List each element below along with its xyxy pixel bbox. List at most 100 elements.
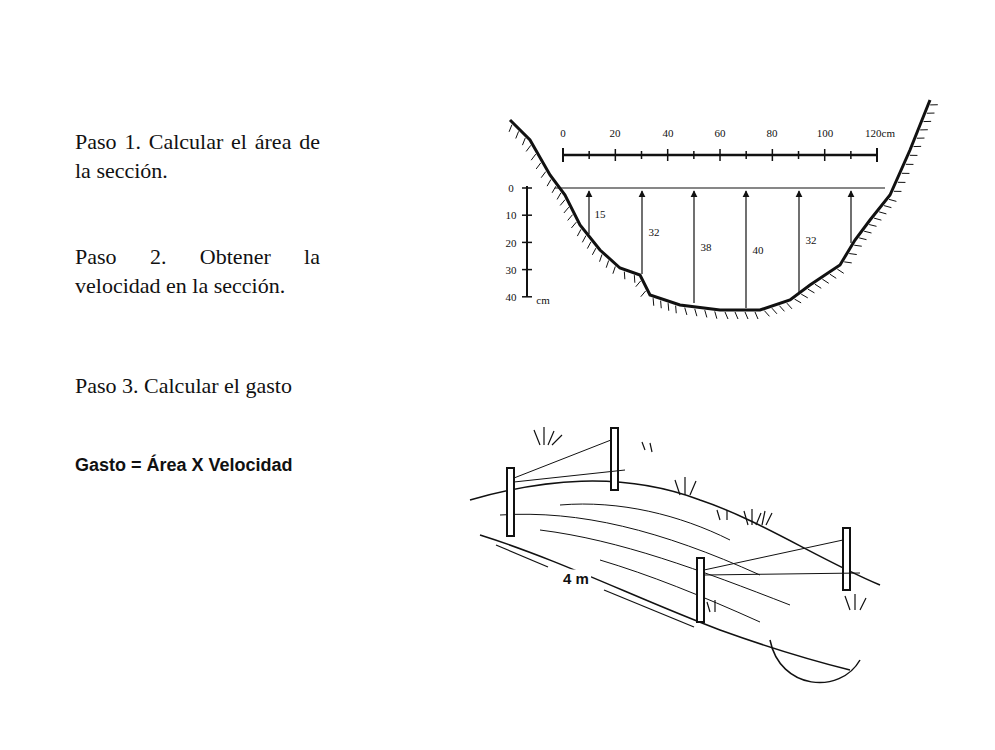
far-bank bbox=[470, 481, 880, 585]
hatch-stroke bbox=[571, 222, 576, 228]
water-flow bbox=[560, 504, 730, 540]
depth-tick bbox=[522, 187, 532, 189]
ruler-number: 80 bbox=[767, 128, 778, 139]
ruler-tick bbox=[641, 151, 643, 159]
hatch-stroke bbox=[920, 129, 928, 130]
hatch-stroke bbox=[795, 299, 802, 303]
hatch-stroke bbox=[779, 306, 784, 312]
step-text: Paso 1. Calcular el área de la sección. bbox=[75, 128, 320, 185]
ruler-number: 60 bbox=[715, 128, 726, 139]
depth-reading: 38 bbox=[700, 242, 713, 253]
hatch-stroke bbox=[764, 311, 769, 317]
hatch-stroke bbox=[830, 274, 836, 278]
hatch-stroke bbox=[910, 155, 918, 156]
stakes bbox=[507, 428, 850, 622]
dimension-label: 4 m bbox=[561, 570, 591, 587]
hatch-stroke bbox=[854, 245, 862, 246]
hatch-stroke bbox=[927, 113, 935, 114]
ruler-number: 40 bbox=[663, 128, 674, 139]
stream-sketch bbox=[470, 427, 880, 683]
near-bank bbox=[480, 535, 850, 670]
hatch-stroke bbox=[557, 193, 561, 200]
depth-reading: 32 bbox=[805, 235, 818, 246]
hatch-stroke bbox=[849, 254, 857, 255]
hatch-stroke bbox=[564, 207, 569, 213]
hatch-stroke bbox=[634, 275, 636, 283]
ruler-tick bbox=[615, 149, 617, 161]
ruler-tick bbox=[772, 149, 774, 161]
hatch-stroke bbox=[725, 312, 728, 319]
ruler-end bbox=[562, 148, 564, 162]
hatch-stroke bbox=[914, 146, 922, 147]
hatch-stroke bbox=[801, 294, 808, 298]
depth-tick bbox=[522, 242, 532, 244]
hatch-stroke bbox=[653, 298, 655, 306]
depth-number: 30 bbox=[506, 265, 517, 276]
hatch-stroke bbox=[516, 131, 519, 138]
ruler-number: 100 bbox=[817, 128, 834, 139]
hatch-stroke bbox=[924, 121, 932, 122]
ruler-end bbox=[876, 148, 878, 162]
hatch-stroke bbox=[705, 310, 707, 317]
dimension-line bbox=[604, 590, 694, 627]
hatch-stroke bbox=[606, 260, 608, 267]
water-line bbox=[555, 187, 885, 188]
hatch-stroke bbox=[755, 312, 758, 319]
ruler-tick bbox=[798, 151, 800, 159]
hatch-stroke bbox=[531, 154, 536, 160]
ruler-tick bbox=[693, 151, 695, 159]
hatch-stroke bbox=[884, 206, 891, 208]
bank-hatching bbox=[509, 105, 938, 319]
depth-number: 20 bbox=[506, 238, 517, 249]
ruler-number: 0 bbox=[560, 128, 566, 139]
hatch-stroke bbox=[879, 212, 886, 214]
hatch-stroke bbox=[641, 291, 646, 297]
ruler-tick bbox=[588, 151, 590, 159]
hatch-stroke bbox=[587, 242, 591, 249]
hatch-stroke bbox=[787, 303, 792, 309]
depth-ticks bbox=[522, 188, 532, 297]
channel-profile bbox=[510, 100, 930, 310]
cross-section bbox=[509, 100, 938, 319]
hatch-stroke bbox=[660, 301, 662, 309]
hatch-stroke bbox=[624, 272, 626, 280]
depth-number: 10 bbox=[506, 210, 517, 221]
hatch-stroke bbox=[695, 309, 697, 316]
depth-number: 0 bbox=[508, 183, 514, 194]
hatch-stroke bbox=[552, 186, 556, 193]
ruler-tick bbox=[850, 151, 852, 159]
formula: Gasto = Área X Velocidad bbox=[75, 455, 293, 476]
depth-reading: 40 bbox=[752, 245, 765, 256]
hatch-stroke bbox=[582, 236, 586, 243]
depth-unit: cm bbox=[535, 295, 550, 306]
step-text: Paso 2. Obtener la velocidad en la secci… bbox=[75, 243, 320, 300]
hatch-stroke bbox=[898, 182, 906, 183]
hatch-stroke bbox=[600, 254, 602, 261]
hatch-stroke bbox=[547, 180, 551, 187]
hatch-stroke bbox=[685, 308, 687, 315]
hatch-stroke bbox=[772, 308, 777, 314]
hatch-stroke bbox=[745, 312, 748, 319]
ruler-number: 120cm bbox=[865, 128, 895, 139]
water-flow bbox=[540, 530, 790, 605]
hatch-stroke bbox=[636, 281, 641, 287]
hatch-stroke bbox=[808, 289, 815, 293]
depth-tick bbox=[522, 296, 532, 298]
ruler-tick bbox=[667, 149, 669, 161]
ruler-tick bbox=[824, 149, 826, 161]
hatch-stroke bbox=[917, 138, 925, 139]
hatch-stroke bbox=[859, 238, 866, 240]
hatch-stroke bbox=[560, 200, 565, 206]
ruler-ticks bbox=[589, 149, 851, 161]
hatch-stroke bbox=[864, 231, 871, 233]
hatch-stroke bbox=[577, 229, 581, 236]
water-flow bbox=[600, 560, 760, 622]
hatch-stroke bbox=[815, 284, 821, 288]
hatch-stroke bbox=[668, 303, 670, 311]
ruler-tick bbox=[719, 149, 721, 161]
hatch-stroke bbox=[568, 215, 573, 221]
hatch-stroke bbox=[902, 173, 910, 174]
hatch-stroke bbox=[509, 125, 512, 132]
hatch-stroke bbox=[930, 104, 938, 105]
